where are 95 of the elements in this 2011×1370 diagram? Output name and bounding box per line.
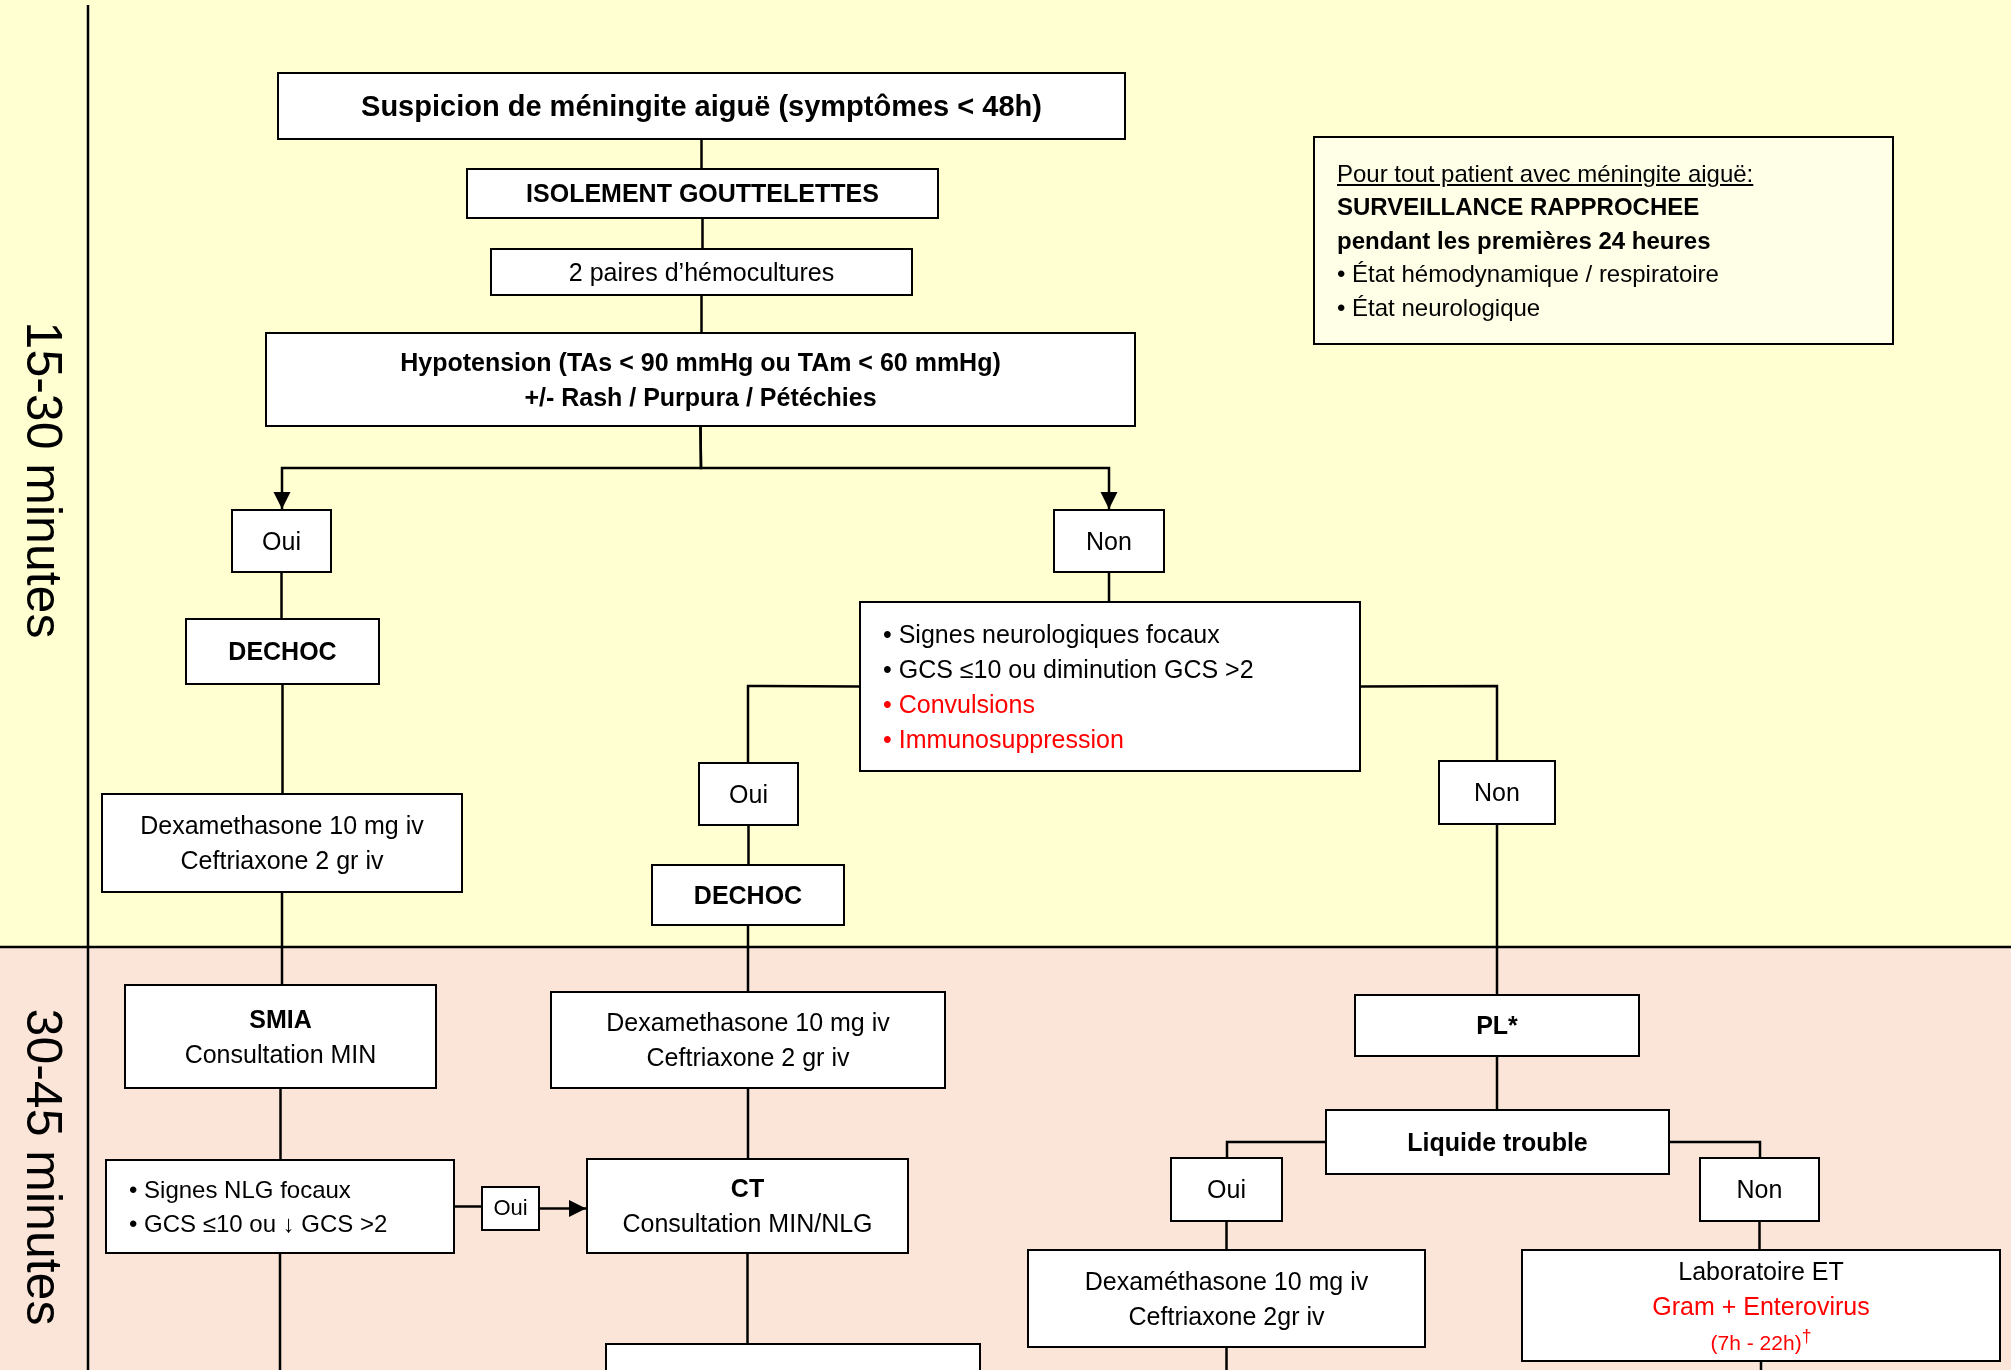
box-text: DECHOC: [228, 636, 337, 667]
box-text: pendant les premières 24 heures: [1337, 225, 1711, 256]
box-text: Non: [1086, 525, 1132, 557]
box-text: Laboratoire ET: [1678, 1255, 1844, 1287]
time-band: [0, 947, 2011, 1370]
box-text: ISOLEMENT GOUTTELETTES: [526, 178, 879, 209]
connector: [746, 1254, 749, 1343]
process-box: [231, 509, 332, 573]
box-text: Ceftriaxone 2gr iv: [1128, 1300, 1325, 1332]
time-band: [0, 0, 2011, 947]
box-text: SMIA: [249, 1003, 312, 1035]
connector: [746, 1089, 750, 1158]
connector: [701, 219, 704, 248]
connector: [278, 1254, 282, 1370]
process-box: [277, 72, 1126, 140]
box-text: • Signes NLG focaux: [129, 1174, 351, 1205]
process-box: [1354, 994, 1640, 1057]
band-label: 15-30 minutes: [15, 321, 73, 639]
connector: [747, 826, 750, 864]
box-text: Suspicion de méningite aiguë (symptômes < 48h): [361, 88, 1042, 124]
box-text: • Convulsions: [883, 688, 1035, 720]
connector: [455, 1205, 481, 1208]
connector: [540, 1199, 586, 1218]
connector: [1759, 1362, 1763, 1370]
band-label: 30-45 minutes: [15, 1008, 73, 1326]
box-text: • GCS ≤10 ou ↓ GCS >2: [129, 1208, 388, 1239]
box-text: +/- Rash / Purpura / Pétéchies: [524, 381, 877, 413]
connector: [700, 296, 703, 332]
connector: [1758, 1222, 1761, 1249]
process-box: [185, 618, 380, 685]
box-text: CT: [730, 1173, 765, 1204]
connector: [699, 427, 1118, 509]
connector: [280, 573, 283, 618]
box-text: Ceftriaxone 2 gr iv: [646, 1042, 850, 1073]
connector: [1495, 825, 1499, 994]
process-box: [1438, 760, 1556, 825]
process-box: [550, 991, 946, 1089]
process-box: [1170, 1157, 1283, 1222]
process-box: [1313, 136, 1894, 345]
box-text: Non: [1736, 1174, 1783, 1205]
box-text: (7h - 22h)$^{†}$: [1710, 1324, 1812, 1356]
box-text: • État neurologique: [1337, 292, 1541, 323]
box-text: Liquide trouble: [1407, 1126, 1588, 1158]
box-text: • Signes neurologiques focaux: [883, 618, 1220, 650]
box-text: Oui: [1207, 1174, 1246, 1205]
box-text: Gram + Enterovirus: [1652, 1290, 1870, 1322]
process-box: [466, 168, 939, 219]
connector: [746, 684, 859, 762]
connector: [746, 926, 750, 991]
box-text: PL*: [1476, 1010, 1518, 1041]
box-text: Pour tout patient avec méningite aiguë:: [1337, 158, 1754, 189]
box-text: • État hémodynamique / respiratoire: [1337, 259, 1719, 290]
box-text: • GCS ≤10 ou diminution GCS >2: [883, 653, 1254, 685]
box-text: • Immunosuppression: [883, 723, 1124, 755]
connector: [280, 893, 284, 984]
process-box: [124, 984, 437, 1089]
connector: [1225, 1222, 1228, 1249]
process-box: [859, 601, 1361, 772]
box-text: Ceftriaxone 2 gr iv: [180, 845, 384, 876]
box-text: Oui: [493, 1194, 528, 1223]
box-text: Oui: [729, 778, 768, 810]
connector: [1495, 1057, 1499, 1109]
connector: [1225, 1348, 1228, 1370]
box-text: Oui: [262, 525, 301, 557]
process-box: [490, 248, 913, 296]
box-text: DECHOC: [693, 879, 803, 911]
connector: [279, 1089, 282, 1159]
box-text: Dexamethasone 10 mg iv: [140, 810, 424, 841]
box-text: Dexamethasone 10 mg iv: [606, 1007, 890, 1038]
process-box: [1521, 1249, 2001, 1362]
process-box: [481, 1186, 540, 1231]
connector: [1107, 573, 1111, 601]
box-text: Consultation MIN: [184, 1038, 377, 1070]
process-box: [1027, 1249, 1426, 1348]
connector: [700, 140, 703, 168]
process-box: [586, 1158, 909, 1254]
process-box: [105, 1159, 455, 1254]
box-text: Consultation MIN/NLG: [622, 1208, 873, 1239]
process-box: [651, 864, 845, 926]
box-text: Dexaméthasone 10 mg iv: [1084, 1265, 1369, 1297]
process-box: [1325, 1109, 1670, 1175]
box-text: Hypotension (TAs < 90 mmHg ou TAm < 60 mmHg): [400, 346, 1001, 378]
connector: [1225, 1140, 1325, 1157]
connector: [1670, 1140, 1762, 1157]
process-box: [101, 793, 463, 893]
process-box: [698, 762, 799, 826]
box-text: SURVEILLANCE RAPPROCHEE: [1337, 192, 1700, 223]
connector: [281, 685, 284, 793]
process-box: [1053, 509, 1165, 573]
process-box: [1699, 1157, 1820, 1222]
box-text: Non: [1474, 777, 1520, 808]
cut-off-box: [605, 1343, 981, 1370]
box-text: 2 paires d’hémocultures: [568, 256, 835, 288]
connector: [1361, 684, 1499, 760]
process-box: [265, 332, 1136, 427]
